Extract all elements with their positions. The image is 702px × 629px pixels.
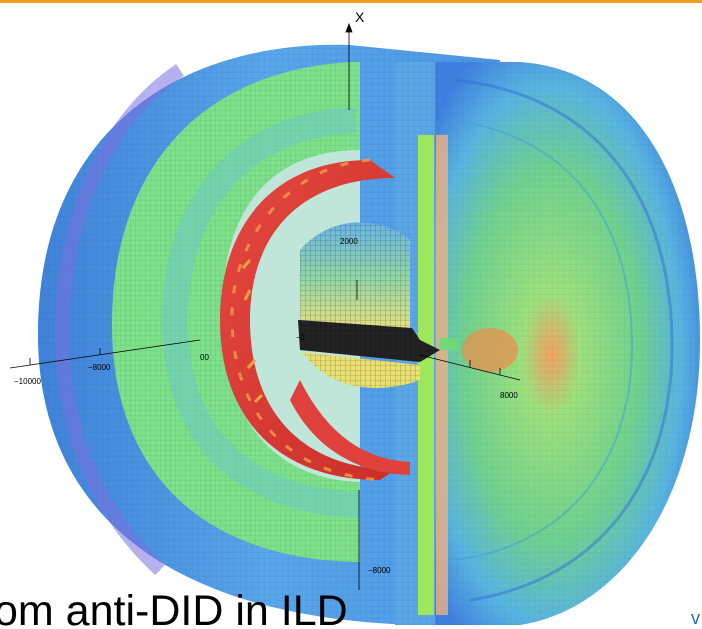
field-surface [298,222,518,388]
solenoid-coil [220,158,410,482]
tick-label-neg-8000-left: −8000 [88,363,111,372]
tick-label-cut: 00 [200,353,209,362]
tick-label-8000-right: 8000 [500,391,518,400]
endcap-disk [430,62,700,625]
caption-text: om anti-DID in ILD [0,587,348,627]
tick-label-2000: 2000 [340,237,358,246]
corner-mark: v [691,608,700,628]
top-accent-rule [0,0,702,3]
tick-label-inner-neg: −2 [296,333,306,342]
tick-label-neg-10000: −10000 [14,377,41,386]
tick-label-neg-8000-bottom: −8000 [368,566,391,575]
coordinate-axes [9,22,521,590]
axis-letter-x: X [355,9,365,25]
slide-caption: om anti-DID in ILD [0,586,520,627]
